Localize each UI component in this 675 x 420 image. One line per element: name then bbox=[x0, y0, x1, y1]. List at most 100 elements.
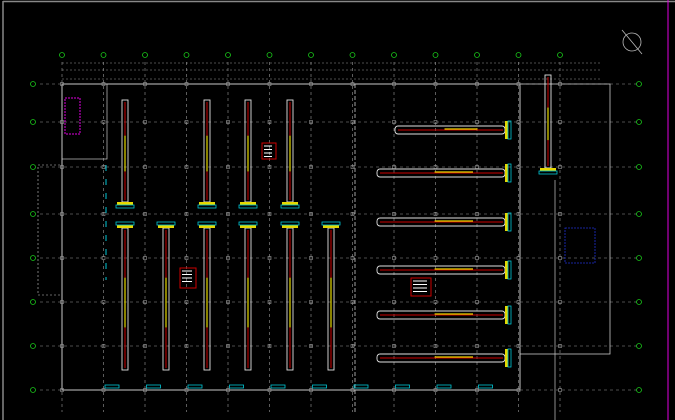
structural-column bbox=[392, 256, 396, 260]
structural-column bbox=[226, 120, 230, 124]
structural-column bbox=[309, 82, 313, 86]
axis-bubble-row bbox=[636, 255, 642, 261]
structural-column bbox=[350, 165, 355, 169]
vertical-conveyor-lower-cap bbox=[240, 225, 256, 228]
structural-column bbox=[475, 344, 479, 348]
structural-column bbox=[143, 256, 147, 260]
vertical-conveyor-upper-equipment bbox=[115, 204, 135, 209]
structural-column bbox=[184, 165, 189, 169]
vertical-conveyor-right-cap bbox=[540, 168, 556, 171]
structural-column bbox=[184, 388, 189, 392]
axis-bubble-row bbox=[30, 255, 36, 261]
structural-column bbox=[143, 120, 147, 124]
north-arrow-needle bbox=[621, 29, 643, 55]
structural-column bbox=[392, 120, 396, 124]
horizontal-conveyor-equipment bbox=[507, 348, 512, 368]
structural-column bbox=[309, 388, 313, 392]
structural-column bbox=[184, 120, 189, 124]
structural-column bbox=[392, 212, 396, 216]
structural-column bbox=[392, 165, 396, 169]
structural-column bbox=[350, 388, 355, 392]
structural-column bbox=[350, 300, 355, 304]
structural-column bbox=[143, 165, 147, 169]
structural-column bbox=[101, 388, 106, 392]
axis-bubble-column bbox=[432, 52, 439, 58]
structural-column bbox=[433, 300, 438, 304]
axis-bubble-row bbox=[30, 119, 36, 125]
note-box bbox=[179, 267, 197, 289]
axis-bubble-column bbox=[391, 52, 397, 58]
structural-column bbox=[558, 212, 562, 216]
vertical-conveyor-upper-cap bbox=[240, 202, 256, 205]
axis-bubble-row bbox=[30, 164, 36, 170]
structural-column bbox=[226, 82, 230, 86]
structural-column bbox=[475, 256, 479, 260]
structural-column bbox=[267, 82, 272, 86]
vertical-conveyor-upper-equipment bbox=[238, 204, 258, 209]
vertical-conveyor-upper-cap bbox=[199, 202, 215, 205]
horizontal-conveyor-equipment bbox=[507, 305, 512, 325]
structural-column bbox=[309, 120, 313, 124]
structural-column bbox=[60, 212, 64, 216]
vertical-conveyor-lower-equipment bbox=[115, 221, 135, 226]
toilet-fixtures bbox=[64, 97, 81, 135]
axis-bubble-row bbox=[636, 119, 642, 125]
structural-column bbox=[516, 82, 521, 86]
structural-column bbox=[184, 212, 189, 216]
dock-leveler bbox=[104, 384, 120, 389]
dock-leveler bbox=[436, 384, 452, 389]
structural-column bbox=[226, 256, 230, 260]
structural-column bbox=[267, 256, 272, 260]
structural-column bbox=[558, 300, 562, 304]
vertical-conveyor-lower-cap bbox=[158, 225, 174, 228]
vertical-conveyor-lower-equipment bbox=[238, 221, 258, 226]
horizontal-conveyor-equipment bbox=[507, 163, 512, 183]
structural-column bbox=[309, 165, 313, 169]
vertical-conveyor-upper-equipment bbox=[280, 204, 300, 209]
structural-column bbox=[309, 212, 313, 216]
note-box bbox=[261, 142, 277, 160]
structural-column bbox=[350, 120, 355, 124]
dock-leveler bbox=[229, 384, 244, 389]
dock-leveler bbox=[395, 384, 410, 389]
structural-column bbox=[184, 344, 189, 348]
horizontal-conveyor-cap bbox=[505, 306, 508, 324]
structural-column bbox=[143, 82, 147, 86]
structural-column bbox=[433, 388, 438, 392]
structural-column bbox=[60, 344, 64, 348]
structural-column bbox=[101, 344, 106, 348]
structural-column bbox=[392, 300, 396, 304]
axis-bubble-column bbox=[266, 52, 273, 58]
axis-bubble-column bbox=[515, 52, 522, 58]
vertical-conveyor-upper-equipment bbox=[197, 204, 217, 209]
structural-column bbox=[558, 344, 562, 348]
structural-column bbox=[433, 82, 438, 86]
axis-bubble-row bbox=[30, 343, 36, 349]
structural-column bbox=[433, 344, 438, 348]
structural-column bbox=[226, 344, 230, 348]
structural-column bbox=[101, 82, 106, 86]
structural-column bbox=[475, 388, 479, 392]
structural-column bbox=[350, 82, 355, 86]
axis-bubble-row bbox=[636, 164, 642, 170]
axis-bubble-column bbox=[225, 52, 231, 58]
axis-bubble-column bbox=[349, 52, 356, 58]
structural-column bbox=[184, 300, 189, 304]
axis-bubble-row bbox=[636, 81, 642, 87]
structural-column bbox=[101, 212, 106, 216]
axis-bubble-row bbox=[30, 81, 36, 87]
structural-column bbox=[60, 120, 64, 124]
structural-column bbox=[267, 388, 272, 392]
structural-column bbox=[516, 300, 521, 304]
structural-column bbox=[226, 300, 230, 304]
dock-leveler bbox=[187, 384, 203, 389]
structural-column bbox=[267, 120, 272, 124]
structural-column bbox=[475, 300, 479, 304]
structural-column bbox=[433, 165, 438, 169]
vertical-conveyor-lower-equipment bbox=[156, 221, 176, 226]
axis-bubble-row bbox=[636, 211, 642, 217]
structural-column bbox=[475, 212, 479, 216]
service-area-outline bbox=[519, 83, 611, 355]
horizontal-conveyor-equipment bbox=[507, 260, 512, 280]
